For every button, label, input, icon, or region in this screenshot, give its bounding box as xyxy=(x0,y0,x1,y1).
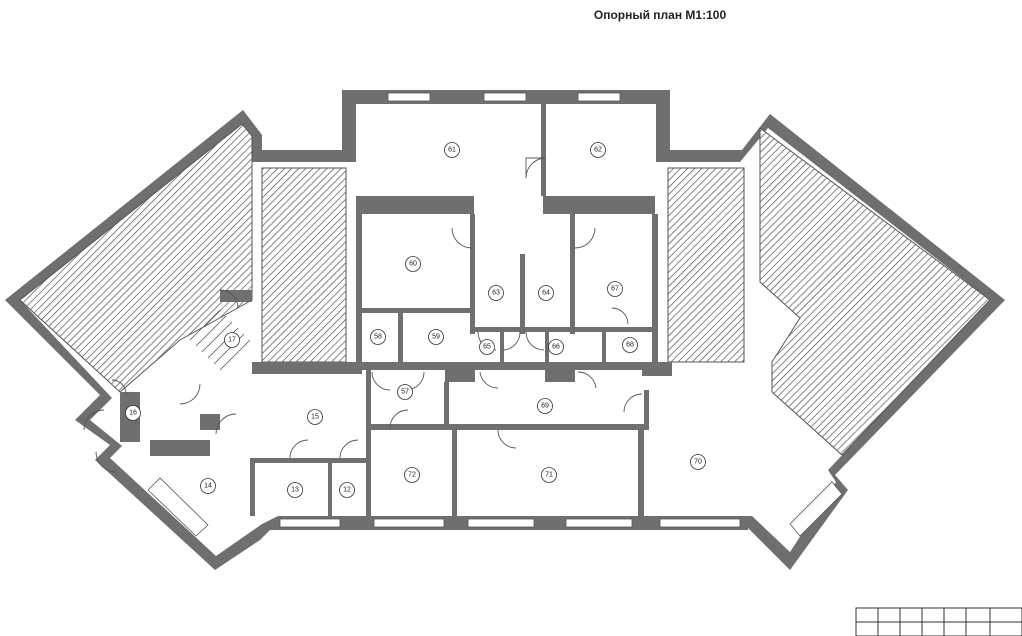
interior-walls xyxy=(120,104,672,516)
room-number: 16 xyxy=(129,410,137,417)
room-marker-circle xyxy=(444,142,460,158)
room-marker-14: 14 xyxy=(200,478,216,494)
window xyxy=(659,518,741,528)
window xyxy=(577,92,621,102)
room-marker-68: 68 xyxy=(622,337,638,353)
room-number: 57 xyxy=(401,389,409,396)
room-marker-62: 62 xyxy=(590,142,606,158)
room-marker-59: 59 xyxy=(428,329,444,345)
room-marker-circle xyxy=(537,398,553,414)
window xyxy=(467,518,535,528)
room-marker-17: 17 xyxy=(224,332,240,348)
room-marker-circle xyxy=(397,384,413,400)
window xyxy=(279,518,341,528)
window xyxy=(387,92,431,102)
room-marker-12: 12 xyxy=(339,482,355,498)
room-marker-circle xyxy=(690,454,706,470)
room-marker-circle xyxy=(622,337,638,353)
window xyxy=(483,92,527,102)
room-marker-71: 71 xyxy=(541,467,557,483)
window xyxy=(373,518,445,528)
room-marker-circle xyxy=(224,332,240,348)
room-marker-circle xyxy=(488,285,504,301)
room-marker-circle xyxy=(307,409,323,425)
room-marker-circle xyxy=(607,281,623,297)
room-marker-58: 58 xyxy=(370,329,386,345)
room-marker-67: 67 xyxy=(607,281,623,297)
room-number: 63 xyxy=(492,290,500,297)
room-marker-circle xyxy=(339,482,355,498)
room-marker-63: 63 xyxy=(488,285,504,301)
room-marker-61: 61 xyxy=(444,142,460,158)
plan-title: Опорный план М1:100 xyxy=(593,8,727,22)
room-marker-16: 16 xyxy=(125,405,141,421)
hatched-zone-right-inner xyxy=(667,167,745,363)
room-marker-circle xyxy=(370,329,386,345)
room-marker-15: 15 xyxy=(307,409,323,425)
hatched-zones xyxy=(19,123,991,456)
room-marker-circle xyxy=(404,467,420,483)
room-marker-65: 65 xyxy=(479,339,495,355)
room-marker-circle xyxy=(405,256,421,272)
window xyxy=(789,481,843,537)
room-number: 72 xyxy=(408,472,416,479)
room-number: 65 xyxy=(483,344,491,351)
room-number: 14 xyxy=(204,483,212,490)
room-marker-66: 66 xyxy=(548,339,564,355)
room-number: 60 xyxy=(409,261,417,268)
room-number: 71 xyxy=(545,472,553,479)
room-number: 61 xyxy=(448,147,456,154)
room-number: 17 xyxy=(228,337,236,344)
room-marker-60: 60 xyxy=(405,256,421,272)
title-block-stamp xyxy=(855,607,1022,636)
room-marker-circle xyxy=(541,467,557,483)
room-number: 64 xyxy=(542,290,550,297)
room-marker-circle xyxy=(548,339,564,355)
room-number: 67 xyxy=(611,286,619,293)
room-marker-70: 70 xyxy=(690,454,706,470)
window xyxy=(147,477,209,537)
windows xyxy=(147,92,843,537)
room-number: 58 xyxy=(374,334,382,341)
room-number: 59 xyxy=(432,334,440,341)
room-number: 66 xyxy=(552,344,560,351)
room-number: 69 xyxy=(541,403,549,410)
room-number: 68 xyxy=(626,342,634,349)
room-number: 70 xyxy=(694,459,702,466)
room-marker-circle xyxy=(590,142,606,158)
room-marker-circle xyxy=(479,339,495,355)
room-number: 62 xyxy=(594,147,602,154)
room-marker-57: 57 xyxy=(397,384,413,400)
room-marker-circle xyxy=(428,329,444,345)
room-marker-64: 64 xyxy=(538,285,554,301)
room-markers: 61 62 60 63 64 67 58 59 65 66 68 17 57 69 16 15 70 72 71 14… xyxy=(125,142,706,498)
hatched-zone-left-inner xyxy=(261,167,347,363)
room-marker-circle xyxy=(538,285,554,301)
room-number: 13 xyxy=(291,487,299,494)
room-marker-13: 13 xyxy=(287,482,303,498)
room-marker-69: 69 xyxy=(537,398,553,414)
room-number: 15 xyxy=(311,414,319,421)
hatched-zone-right xyxy=(759,127,991,456)
room-marker-circle xyxy=(200,478,216,494)
window xyxy=(565,518,633,528)
room-marker-72: 72 xyxy=(404,467,420,483)
staircase xyxy=(189,309,251,371)
room-number: 12 xyxy=(343,487,351,494)
room-marker-circle xyxy=(287,482,303,498)
room-marker-circle xyxy=(125,405,141,421)
